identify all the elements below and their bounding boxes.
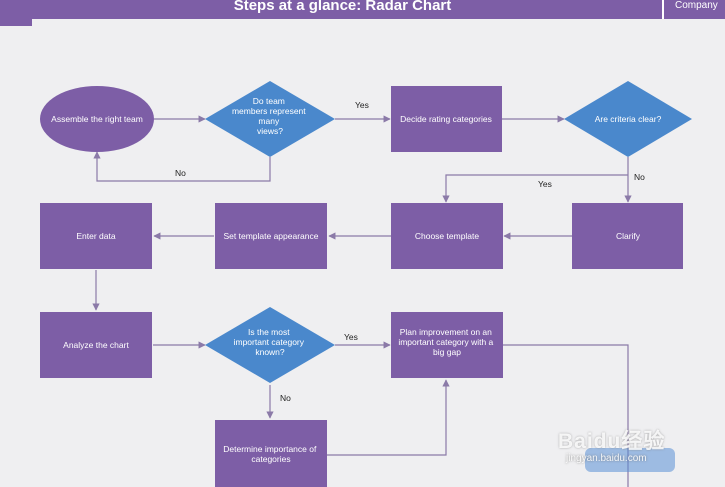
edge-label-team-yes: Yes: [355, 100, 369, 110]
node-clarify: [572, 203, 683, 269]
category-decision-label: Is the most important category known?: [234, 327, 307, 357]
set-template-label: Set template appearance: [224, 231, 319, 241]
node-choose-template: [391, 203, 503, 269]
node-decide-categories: [391, 86, 502, 152]
plan-label: Plan improvement on an important categor…: [398, 327, 495, 357]
page-title: Steps at a glance: Radar Chart: [233, 0, 452, 14]
node-criteria-decision: [564, 81, 692, 157]
edge-label-team-no: No: [175, 168, 186, 178]
node-determine-importance: [215, 420, 327, 487]
watermark-badge: [585, 448, 675, 472]
determine-label: Determine importance of categories: [223, 444, 318, 464]
edge-label-criteria-yes: Yes: [538, 179, 552, 189]
analyze-label: Analyze the chart: [63, 340, 129, 350]
clarify-label: Clarify: [616, 231, 641, 241]
node-plan-improvement: [391, 312, 503, 378]
edge-label-category-yes: Yes: [344, 332, 358, 342]
edge-determine-to-plan: [327, 379, 450, 456]
edge-label-criteria-no: No: [634, 172, 645, 182]
enter-label: Enter data: [76, 231, 115, 241]
decide-label: Decide rating categories: [400, 114, 492, 124]
node-team-decision: [205, 81, 335, 157]
watermark-url: jingyan.baidu.com: [566, 453, 647, 464]
team-decision-label: Do team members represent many views?: [232, 96, 308, 136]
node-set-template-appearance: [215, 203, 327, 269]
edge-label-category-no: No: [280, 393, 291, 403]
header-accent-tab: [0, 19, 32, 26]
node-assemble-team: [40, 86, 154, 152]
assemble-label: Assemble the right team: [51, 114, 143, 124]
node-enter-data: [40, 203, 152, 269]
node-analyze-chart: [40, 312, 152, 378]
header-bar: Steps at a glance: Radar Chart Company: [0, 0, 725, 19]
node-category-decision: [205, 307, 335, 383]
edge-team-no-to-assemble: [93, 151, 271, 182]
criteria-decision-label: Are criteria clear?: [595, 114, 662, 124]
edge-criteria-yes-to-choose: [442, 174, 628, 203]
choose-label: Choose template: [415, 231, 480, 241]
watermark-brand: Baidu经验: [558, 430, 666, 453]
company-label: Company: [675, 0, 718, 11]
header-divider: [662, 0, 664, 19]
edge-plan-continue: [503, 344, 629, 487]
